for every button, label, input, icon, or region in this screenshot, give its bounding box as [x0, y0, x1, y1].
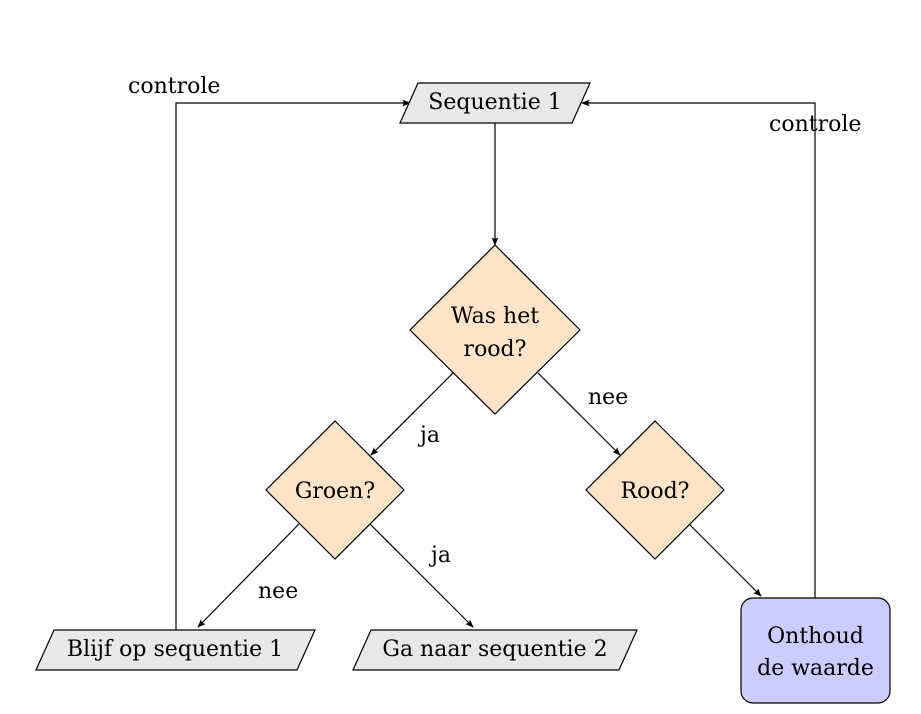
edge-label-green-to-stay: nee — [258, 579, 298, 604]
io-parallelogram — [35, 629, 316, 671]
edge-was-red-to-red — [537, 372, 621, 456]
node-go-sequence2: Ga naar sequentie 2 — [352, 629, 638, 671]
edge-label-green-to-sequence2: ja — [428, 543, 451, 568]
edge-red-to-remember — [688, 523, 762, 597]
node-remember-value: Onthoud de waarde — [740, 597, 891, 704]
edge-was-red-to-green — [370, 372, 454, 456]
io-parallelogram — [399, 82, 591, 124]
remember-value-line1: Onthoud — [767, 624, 864, 649]
edge-loop-left — [175, 99, 411, 630]
io-parallelogram — [352, 629, 638, 671]
edge-label-loop-left: controle — [128, 74, 220, 99]
node-decision-was-red: Was het rood? — [409, 244, 581, 415]
node-decision-red: Rood? — [585, 420, 725, 560]
process-rounded-rect — [740, 597, 891, 704]
decision-diamond — [585, 420, 725, 560]
decision-diamond — [409, 244, 581, 415]
node-decision-green: Groen? — [265, 420, 405, 560]
decision-was-red-line1: Was het — [451, 304, 539, 329]
node-sequence1: Sequentie 1 — [399, 82, 591, 124]
remember-value-line2: de waarde — [757, 656, 874, 681]
edge-green-to-stay — [197, 523, 300, 628]
edge-label-was-red-to-green: ja — [417, 423, 440, 448]
decision-was-red-line2: rood? — [464, 337, 527, 362]
edge-loop-right — [581, 99, 816, 598]
go-sequence2-label: Ga naar sequentie 2 — [382, 637, 607, 662]
sequence1-label: Sequentie 1 — [428, 90, 561, 115]
stay-sequence1-label: Blijf op sequentie 1 — [67, 637, 283, 662]
edge-label-loop-right: controle — [769, 112, 861, 137]
edge-label-was-red-to-red: nee — [588, 385, 628, 410]
decision-green-label: Groen? — [295, 479, 375, 504]
node-stay-sequence1: Blijf op sequentie 1 — [35, 629, 316, 671]
decision-red-label: Rood? — [621, 479, 690, 504]
decision-diamond — [265, 420, 405, 560]
edge-green-to-sequence2 — [369, 523, 474, 628]
